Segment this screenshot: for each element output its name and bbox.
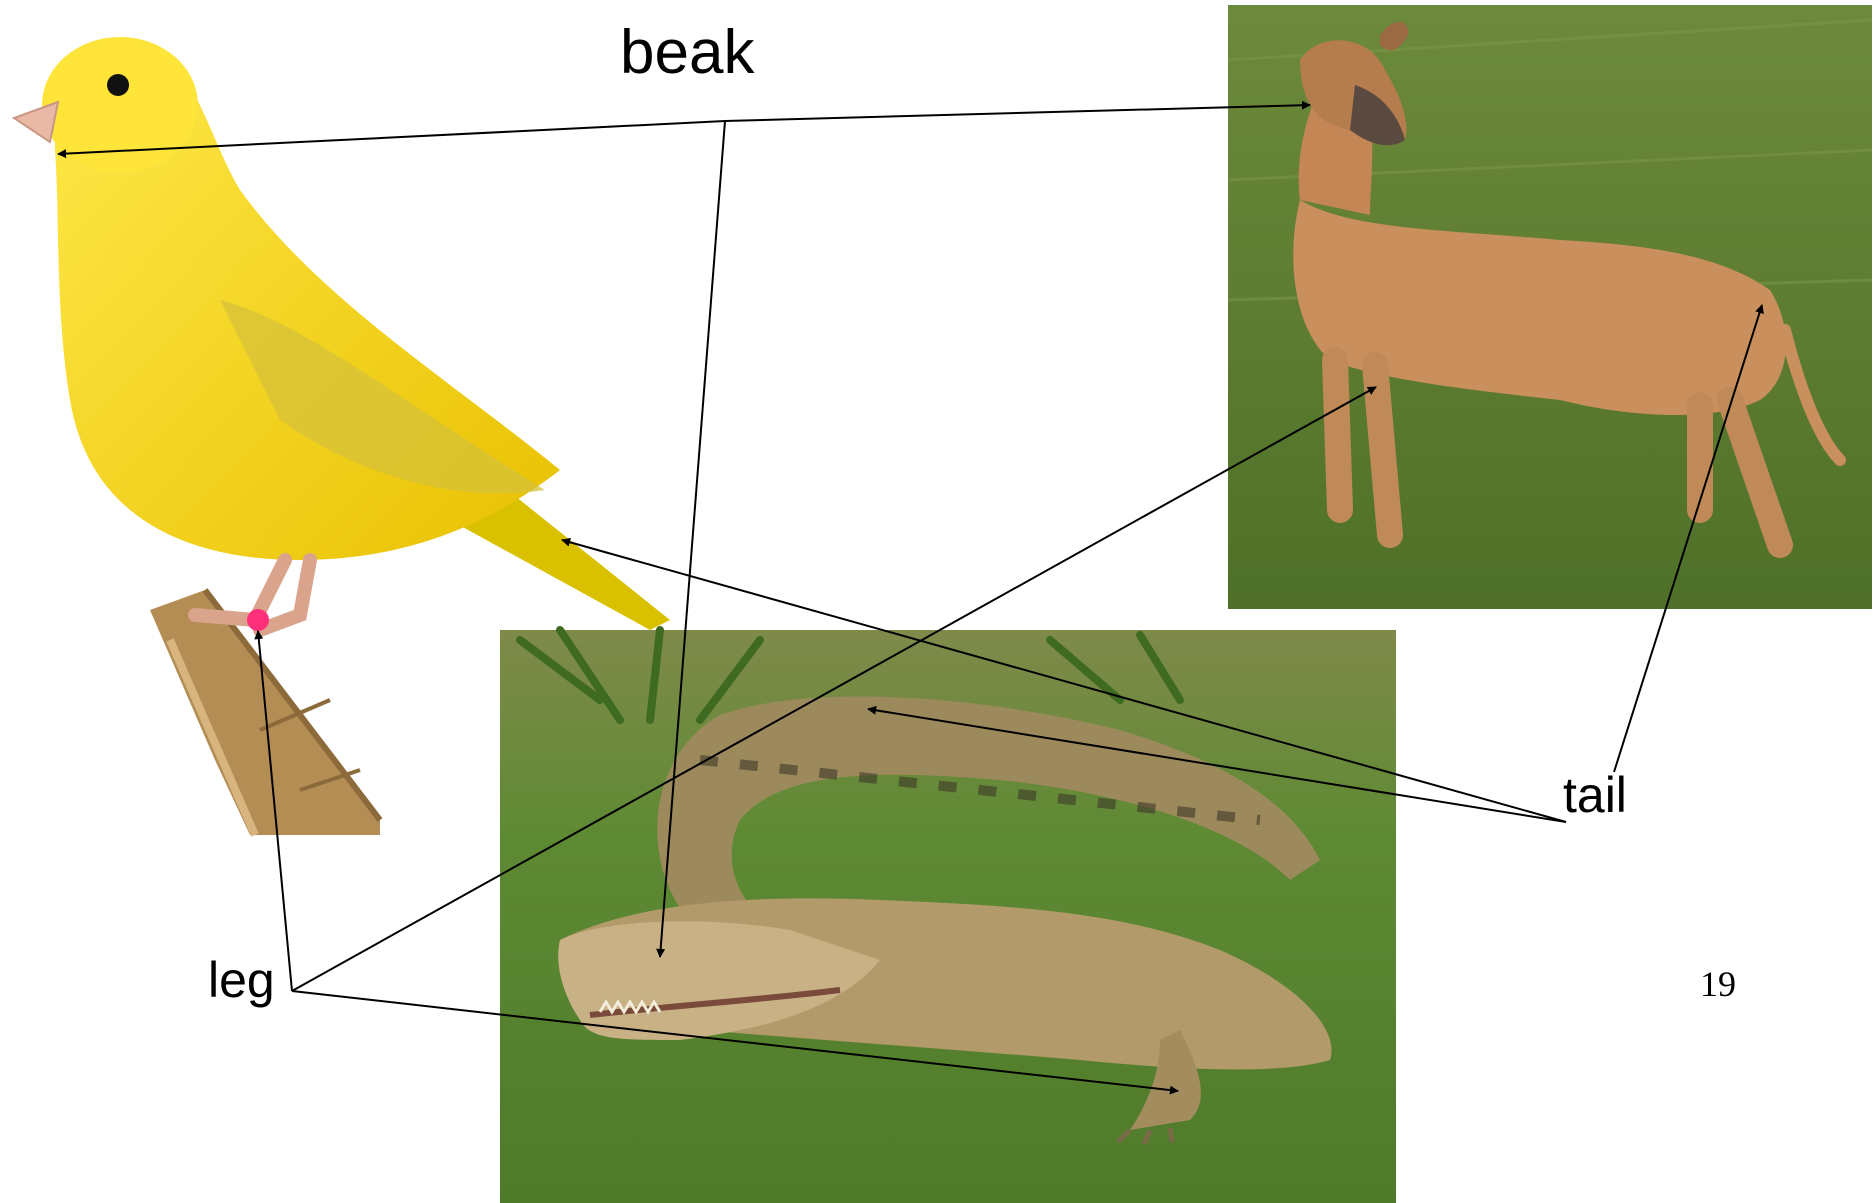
canary-head [42, 37, 198, 173]
crocodile-picture [500, 630, 1396, 1203]
dog-picture [1228, 5, 1872, 609]
tail-label: tail [1563, 770, 1627, 820]
canary-beak [14, 102, 58, 142]
canary-leg-band [247, 609, 269, 631]
beak-to-dog-arrow [725, 105, 1310, 121]
canary-eye [107, 74, 129, 96]
page-number: 19 [1700, 963, 1736, 1005]
beak-label: beak [620, 22, 754, 84]
leg-label: leg [208, 955, 275, 1005]
